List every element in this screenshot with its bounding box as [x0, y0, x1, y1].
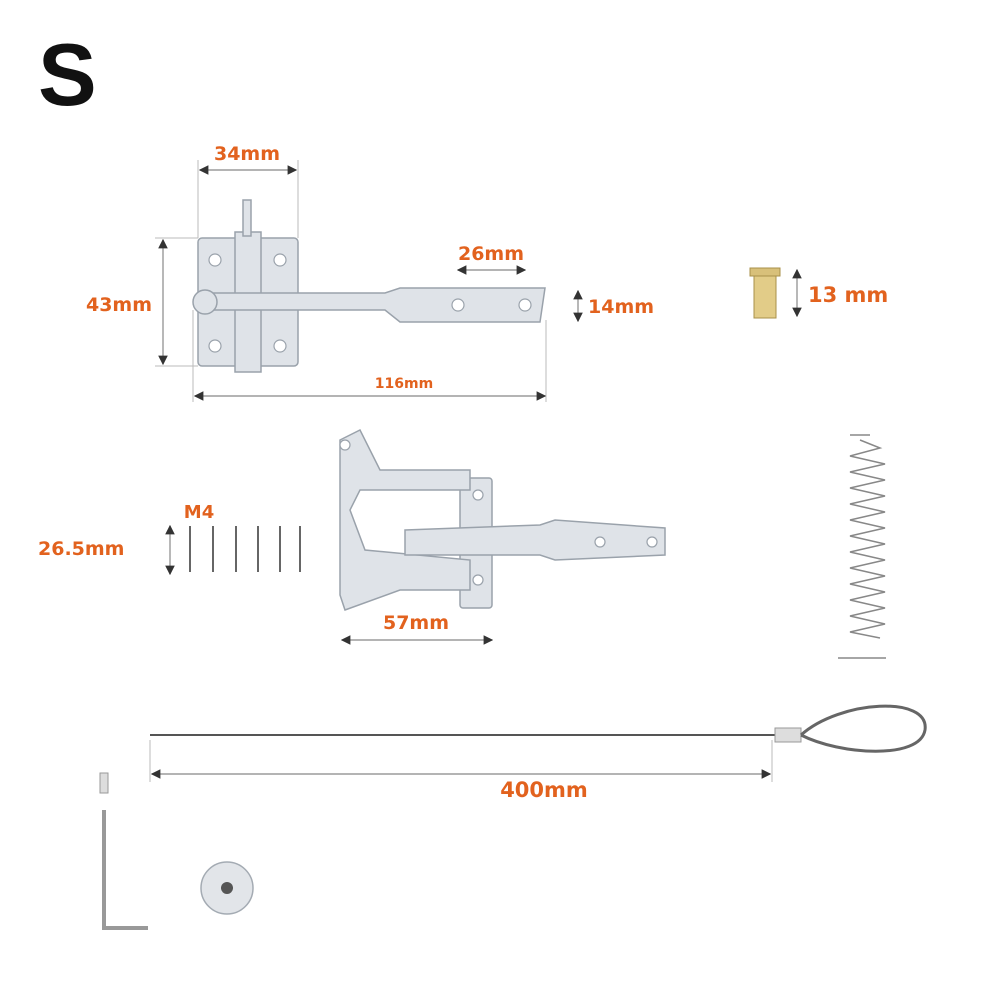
latch-bar-part [192, 199, 546, 373]
label-latch-length: 116mm [375, 376, 433, 392]
label-bar-width: 14mm [588, 296, 654, 318]
cable-part [150, 704, 927, 753]
spring-part [838, 434, 886, 659]
brass-nut-part [749, 267, 781, 319]
hex-key-part [102, 810, 148, 930]
label-screw-length: 26.5mm [38, 538, 124, 560]
label-plate-width: 34mm [214, 143, 280, 165]
ferrule-part [99, 772, 109, 794]
size-letter: S [38, 25, 97, 124]
gate-catch-part [339, 428, 666, 611]
washer-part [200, 861, 254, 915]
label-cable-length: 400mm [500, 778, 588, 802]
label-plate-height: 43mm [86, 294, 152, 316]
label-hole-spacing: 26mm [458, 243, 524, 265]
screws-part [189, 526, 301, 572]
label-screw-size: M4 [184, 502, 214, 523]
label-catch-width: 57mm [383, 612, 449, 634]
label-nut-height: 13 mm [808, 283, 888, 307]
